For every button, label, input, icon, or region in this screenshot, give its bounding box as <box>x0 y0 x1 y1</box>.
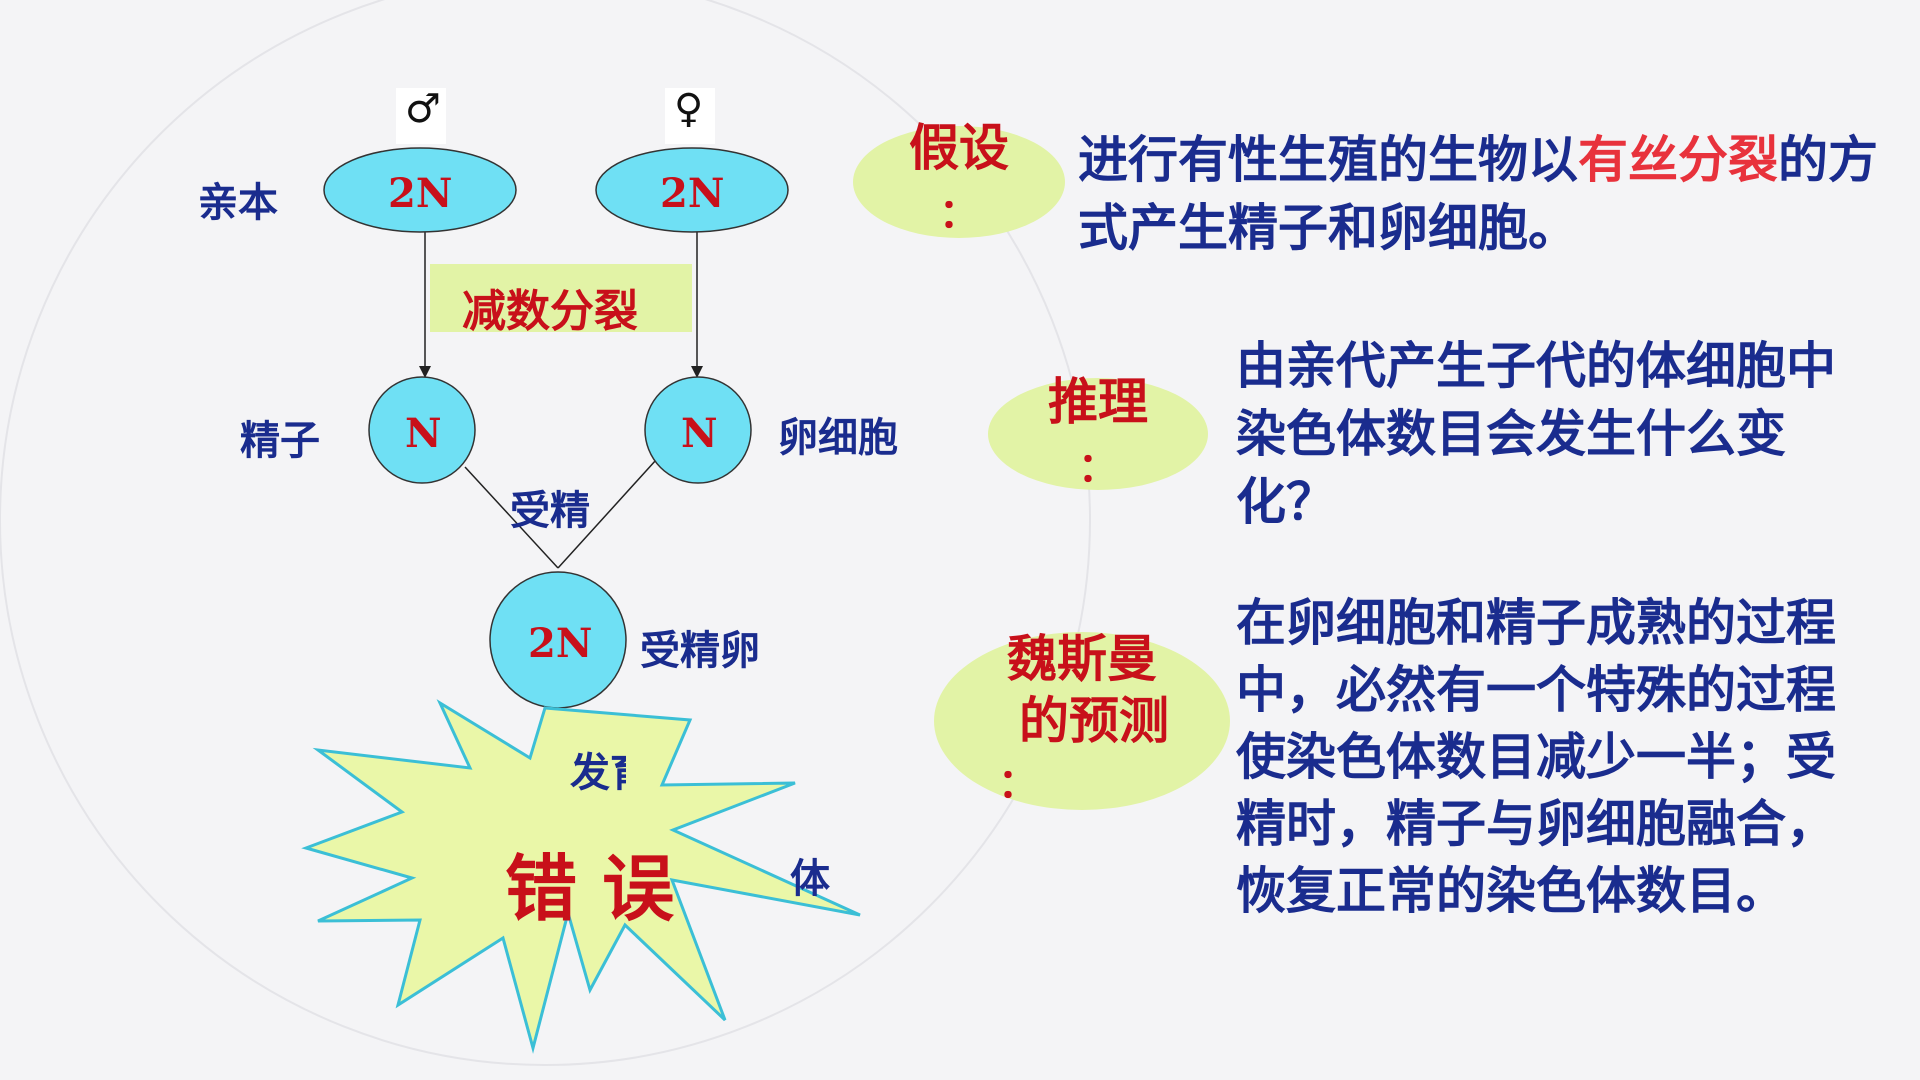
sperm-cell <box>368 376 476 484</box>
error-burst <box>301 699 861 1054</box>
hypothesis-tag-label: 假设 <box>909 119 1009 177</box>
hypothesis-text: 进行有性生殖的生物以有丝分裂的方式产生精子和卵细胞。 <box>1078 126 1878 262</box>
fertilization-line-right <box>557 459 657 569</box>
fertilization-label: 受精 <box>510 488 590 534</box>
female-symbol-box <box>665 88 715 144</box>
arrowhead-egg <box>691 366 703 378</box>
weismann-text: 在卵细胞和精子成熟的过程中，必然有一个特殊的过程使染色体数目减少一半；受精时，精… <box>1236 594 1836 920</box>
hypothesis-text-after: 的方式产生精子和卵细胞。 <box>1078 131 1878 257</box>
female-symbol: ♀ <box>674 86 704 132</box>
weismann-tag-colon: ： <box>998 761 1038 807</box>
hypothesis-tag-colon: ： <box>939 191 979 237</box>
sperm-label: 精子 <box>240 418 320 464</box>
meiosis-box <box>430 264 692 332</box>
weismann-tag-line2: 的预测 <box>1019 692 1169 750</box>
organism-label-partial: 体 <box>790 856 830 902</box>
reasoning-text: 由亲代产生子代的体细胞中染色体数目会发生什么变化？ <box>1236 337 1836 531</box>
sperm-value: N <box>405 410 442 457</box>
hypothesis-text-before: 进行有性生殖的生物以 <box>1078 131 1578 189</box>
development-label: 发育 <box>570 750 650 796</box>
reasoning-tag <box>988 378 1208 490</box>
reasoning-tag-label: 推理 <box>1048 373 1148 431</box>
parent-male-value: 2N <box>388 170 453 217</box>
male-symbol-box <box>396 88 446 144</box>
parent-male-cell <box>323 147 517 233</box>
error-label: 错 误 <box>505 847 675 931</box>
reasoning-tag-colon: ： <box>1078 445 1118 491</box>
meiosis-label: 减数分裂 <box>462 286 638 337</box>
zygote-label: 受精卵 <box>640 628 760 674</box>
egg-value: N <box>681 410 718 457</box>
weismann-tag <box>934 632 1230 810</box>
background-circle <box>0 0 1091 1066</box>
parent-female-cell <box>595 147 789 233</box>
parent-label: 亲本 <box>198 180 278 226</box>
arrowhead-sperm <box>419 366 431 378</box>
hypothesis-tag <box>853 126 1065 238</box>
fertilization-line-left <box>464 466 559 569</box>
male-symbol: ♂ <box>405 86 441 132</box>
egg-cell <box>644 376 752 484</box>
parent-female-value: 2N <box>660 170 725 217</box>
zygote-value: 2N <box>528 620 593 667</box>
weismann-tag-line1: 魏斯曼 <box>1007 630 1157 688</box>
hypothesis-text-highlight: 有丝分裂 <box>1578 131 1778 189</box>
egg-label: 卵细胞 <box>778 415 898 461</box>
